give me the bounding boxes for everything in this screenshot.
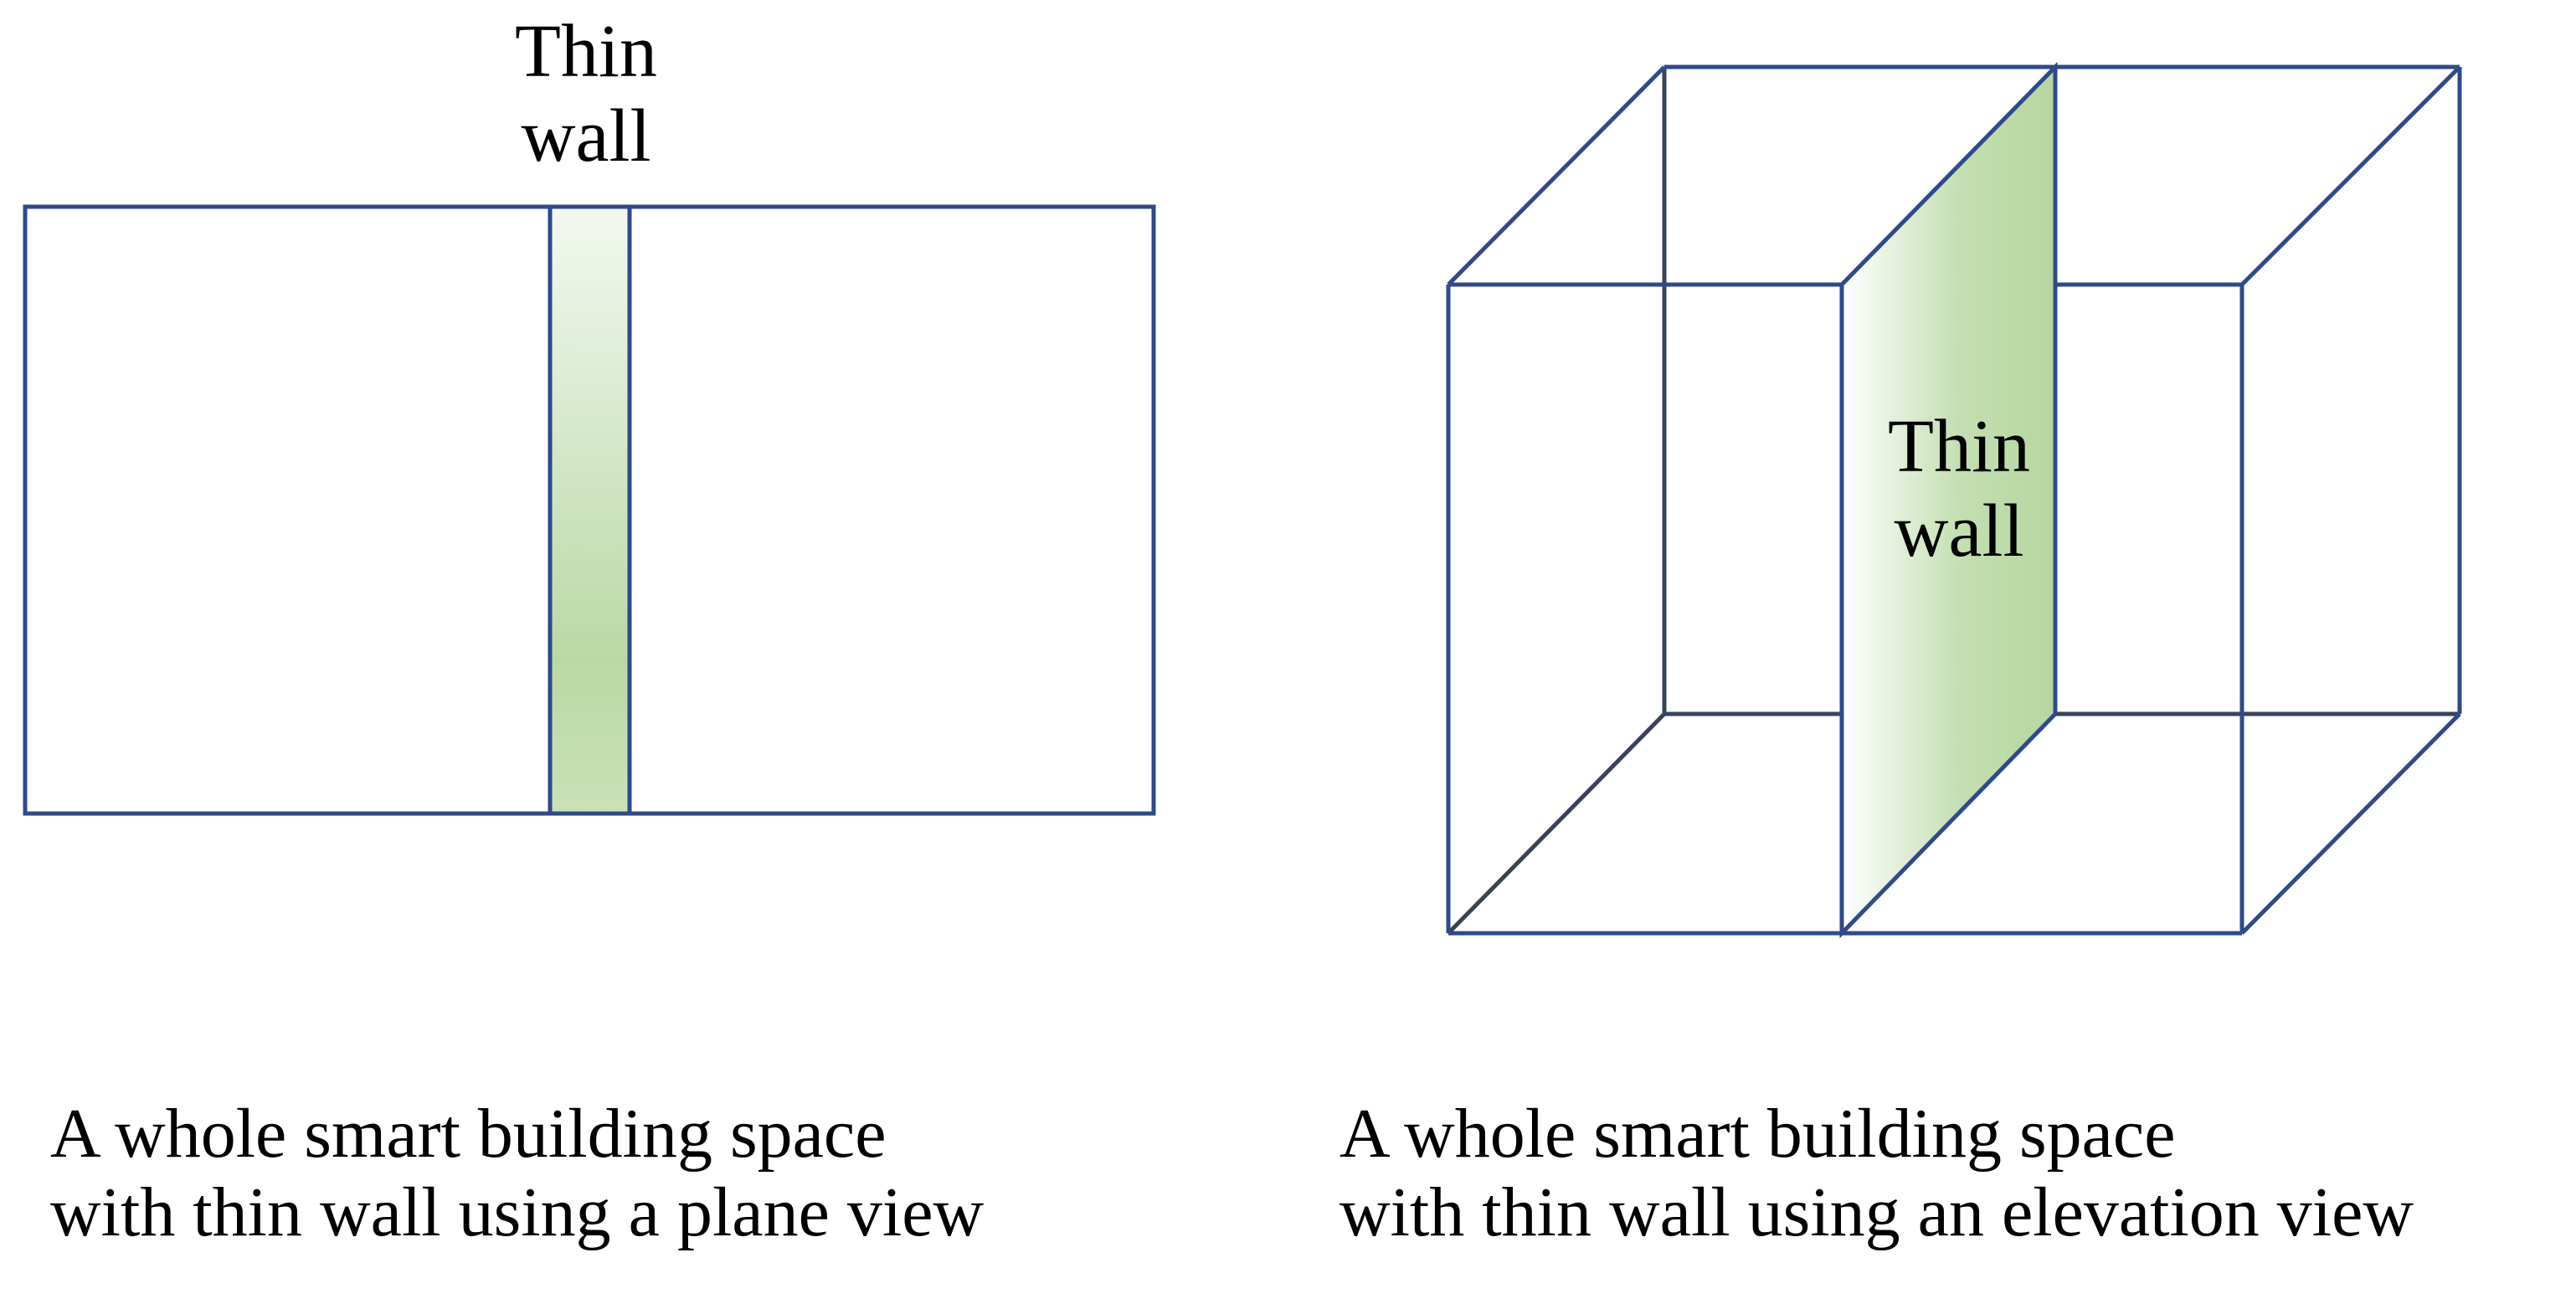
plane-wall-label-line1: Thin (515, 10, 657, 93)
plane-room-outline (23, 204, 1156, 816)
elevation-wall-label-line1: Thin (1888, 405, 2030, 488)
plane-caption-line1: A whole smart building space (50, 1095, 887, 1173)
elevation-view (1446, 61, 2462, 939)
elevation-wall-plane (1839, 61, 2058, 939)
plane-view-caption: A whole smart building space with thin w… (50, 1095, 984, 1252)
plane-wall-label-line2: wall (521, 94, 651, 177)
elevation-wall-label-line2: wall (1894, 489, 2024, 572)
elevation-caption-line1: A whole smart building space (1339, 1095, 2176, 1173)
plane-caption-line2: with thin wall using a plane view (50, 1173, 985, 1252)
cube-back-edges (1447, 67, 2460, 935)
elevation-view-caption: A whole smart building space with thin w… (1339, 1095, 2414, 1252)
elevation-caption-line2: with thin wall using an elevation view (1339, 1173, 2414, 1252)
plane-wall-label: Thin wall (469, 10, 703, 179)
plane-view (23, 204, 1156, 816)
cube-front-edges (1446, 64, 2462, 936)
elevation-wall-label: Thin wall (1833, 405, 2085, 574)
plane-wall-strip (550, 207, 630, 814)
